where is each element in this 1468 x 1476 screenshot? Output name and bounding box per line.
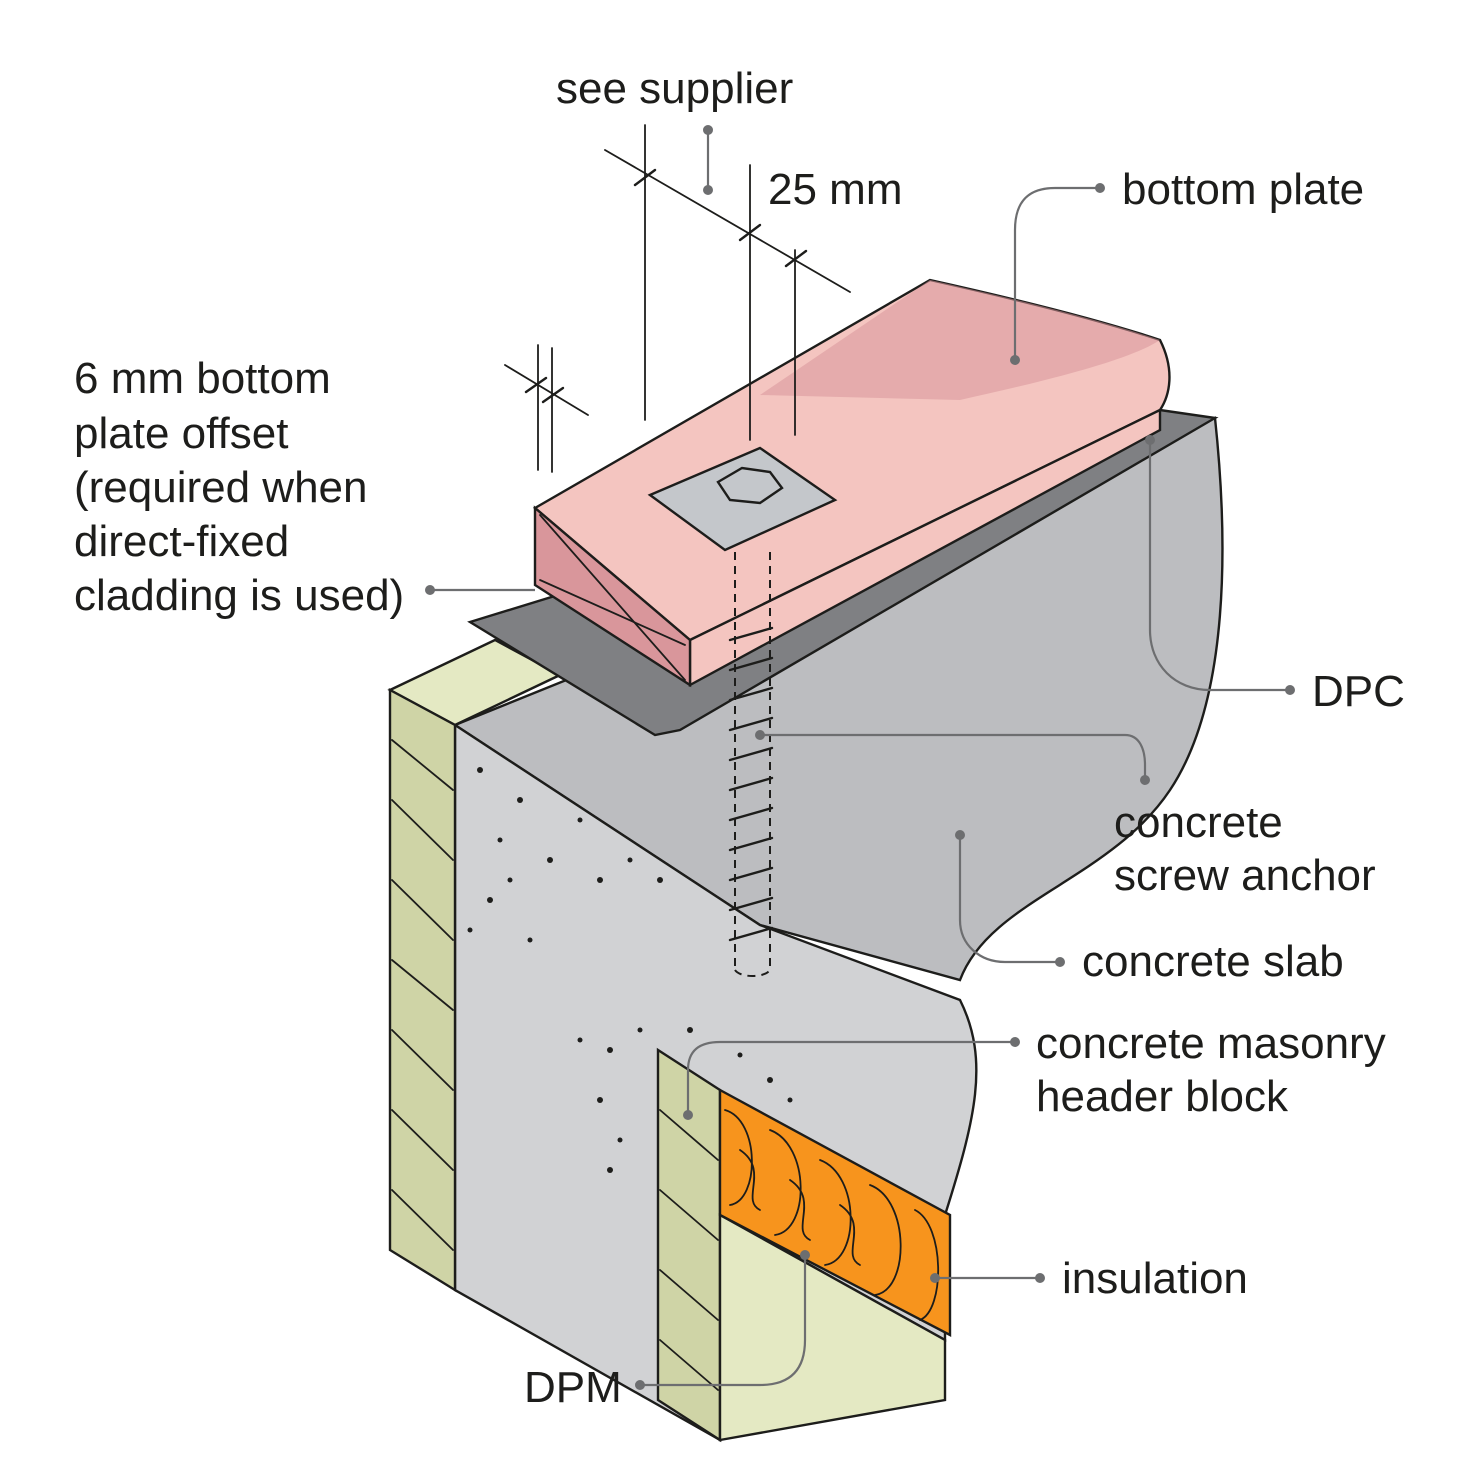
leader-anchor [760, 733, 1147, 780]
insulation-body [718, 1087, 952, 1337]
label-insulation: insulation [1062, 1254, 1248, 1303]
leader-dpm [640, 1255, 807, 1387]
label-dpc: DPC [1312, 667, 1405, 716]
label-25mm: 25 mm [768, 165, 902, 214]
label-masonry-line2: header block [1036, 1072, 1289, 1121]
leader-concrete-slab [958, 835, 1060, 964]
label-see-supplier: see supplier [556, 64, 793, 113]
leader-masonry [686, 1040, 1015, 1115]
concrete-screw-anchor [728, 552, 774, 977]
leader-bottom-plate [1013, 186, 1100, 360]
label-bottom-plate: bottom plate [1122, 165, 1364, 214]
label-dpm: DPM [524, 1363, 622, 1412]
label-offset-line4: direct-fixed [74, 517, 289, 566]
leader-dpc [1148, 440, 1290, 692]
labels: see supplier 25 mm bottom plate 6 mm bot… [74, 64, 1405, 1412]
concrete-slab-top-surface [452, 416, 1224, 982]
label-anchor-line1: concrete [1114, 798, 1283, 847]
insulation [718, 1087, 952, 1337]
label-offset-line5: cladding is used) [74, 571, 404, 620]
leader-lines [425, 125, 1295, 1390]
dimension-lines [504, 124, 851, 473]
bottom-plate [532, 278, 1171, 688]
label-offset-line2: plate offset [74, 409, 288, 458]
bottom-plate-top-shade [760, 280, 1160, 400]
label-offset-line1: 6 mm bottom [74, 354, 331, 403]
masonry-block-outer-face [388, 687, 457, 1293]
label-concrete-slab: concrete slab [1082, 937, 1344, 986]
label-offset-line3: (required when [74, 463, 368, 512]
washer-and-nut [647, 446, 838, 552]
hex-nut [716, 466, 784, 505]
label-masonry-line1: concrete masonry [1036, 1019, 1386, 1068]
concrete-aggregate [467, 767, 793, 1173]
masonry-block-outer [387, 638, 563, 1293]
label-anchor-line2: screw anchor [1114, 851, 1376, 900]
